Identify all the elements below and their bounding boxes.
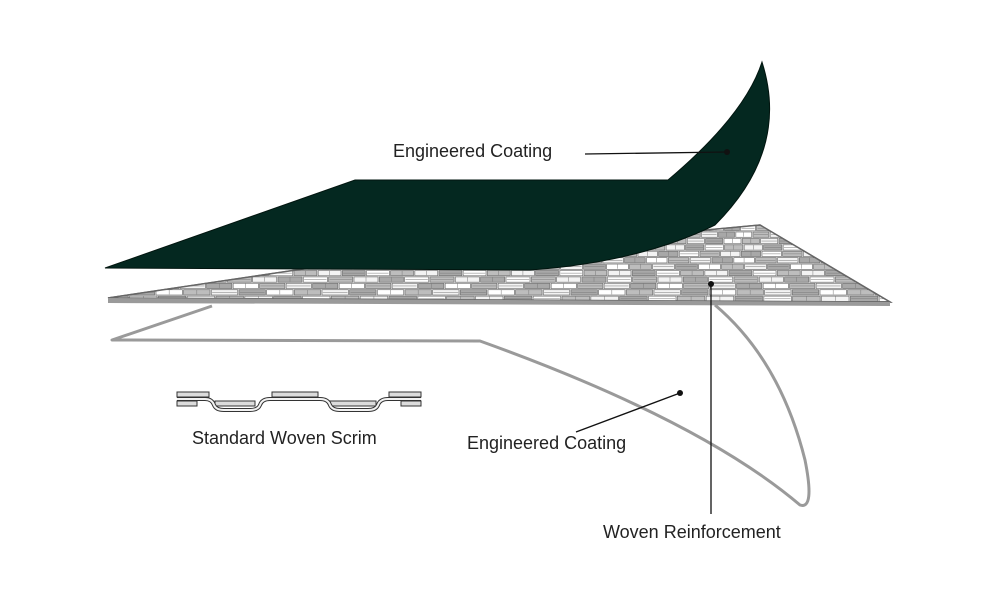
leader-woven-reinforcement [708, 281, 714, 514]
label-top-engineered-coating: Engineered Coating [393, 141, 553, 161]
bottom-coating-layer [110, 303, 811, 507]
leader-bottom-coating [575, 390, 683, 433]
top-coating-layer [104, 60, 771, 271]
label-bottom-engineered-coating: Engineered Coating [467, 433, 627, 453]
leader-top-coating [584, 149, 730, 155]
standard-woven-scrim-crosssection-icon [176, 391, 422, 412]
label-woven-reinforcement: Woven Reinforcement [603, 522, 781, 542]
label-standard-woven-scrim: Standard Woven Scrim [192, 428, 377, 448]
